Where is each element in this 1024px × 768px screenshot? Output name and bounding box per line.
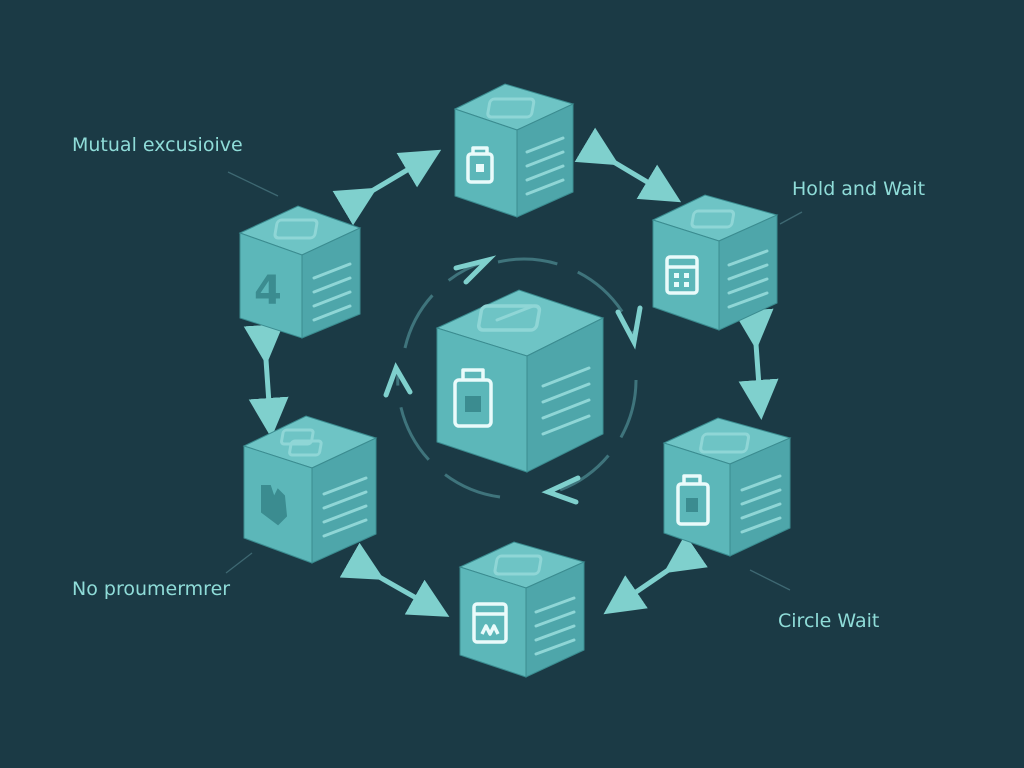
cube-bottom <box>458 541 586 678</box>
lock-icon <box>676 474 710 526</box>
cube-top <box>453 83 575 218</box>
arrow-right <box>733 308 779 420</box>
arrow-left <box>243 323 289 438</box>
leader-line-no-pre <box>225 552 253 574</box>
calendar-icon <box>472 602 508 644</box>
arrow-bottom-left <box>339 542 450 617</box>
lock-icon <box>453 368 493 428</box>
arrow-top-right <box>574 127 682 203</box>
cube-center <box>435 289 605 473</box>
leader-line-mutual <box>227 171 279 197</box>
label-hold-and-wait: Hold and Wait <box>792 178 925 200</box>
arrow-top-left <box>332 149 442 226</box>
leader-line-circle <box>749 569 791 591</box>
cube-digit-label: 4 <box>254 268 282 314</box>
label-no-preemption: No proumermrer <box>72 578 230 600</box>
lock-icon <box>466 146 494 184</box>
leader-line-hold <box>779 211 803 225</box>
arrow-bottom-right <box>603 534 708 615</box>
cube-upper-left: 4 <box>238 205 362 339</box>
label-mutual-exclusion: Mutual excusioive <box>72 134 243 156</box>
center-cycle-ring <box>383 255 643 505</box>
cube-upper-right <box>651 194 779 331</box>
cube-lower-left <box>242 415 378 564</box>
calendar-icon <box>665 255 699 295</box>
cube-lower-right <box>662 417 792 557</box>
hand-icon <box>261 485 288 526</box>
label-circular-wait: Circle Wait <box>778 610 879 632</box>
